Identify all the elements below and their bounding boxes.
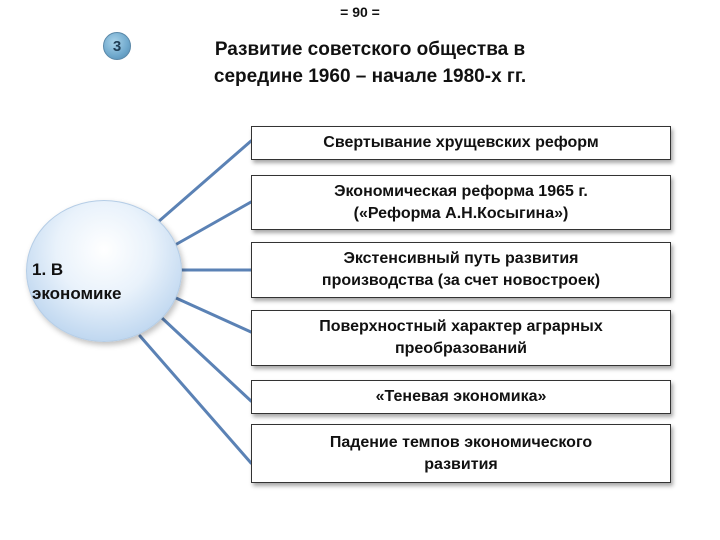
item-box-2: Экономическая реформа 1965 г. («Реформа … — [251, 175, 671, 230]
slide-title: Развитие советского общества в середине … — [213, 39, 527, 87]
connector-line-6 — [138, 334, 253, 465]
hub-label: 1. В экономике — [32, 260, 122, 303]
item-box-4: Поверхностный характер аграрных преобраз… — [251, 310, 671, 366]
item-box-6: Падение темпов экономического развития — [251, 424, 671, 483]
connector-line-4 — [174, 296, 253, 334]
connector-line-1 — [156, 139, 253, 224]
page-number: = 90 = — [340, 4, 380, 20]
item-box-5: «Теневая экономика» — [251, 380, 671, 414]
hub-circle — [26, 200, 182, 342]
item-box-1: Свертывание хрущевских реформ — [251, 126, 671, 160]
item-box-3: Экстенсивный путь развития производства … — [251, 242, 671, 298]
connector-line-2 — [173, 200, 253, 247]
section-number-badge: 3 — [103, 32, 131, 60]
connector-line-5 — [160, 316, 253, 403]
